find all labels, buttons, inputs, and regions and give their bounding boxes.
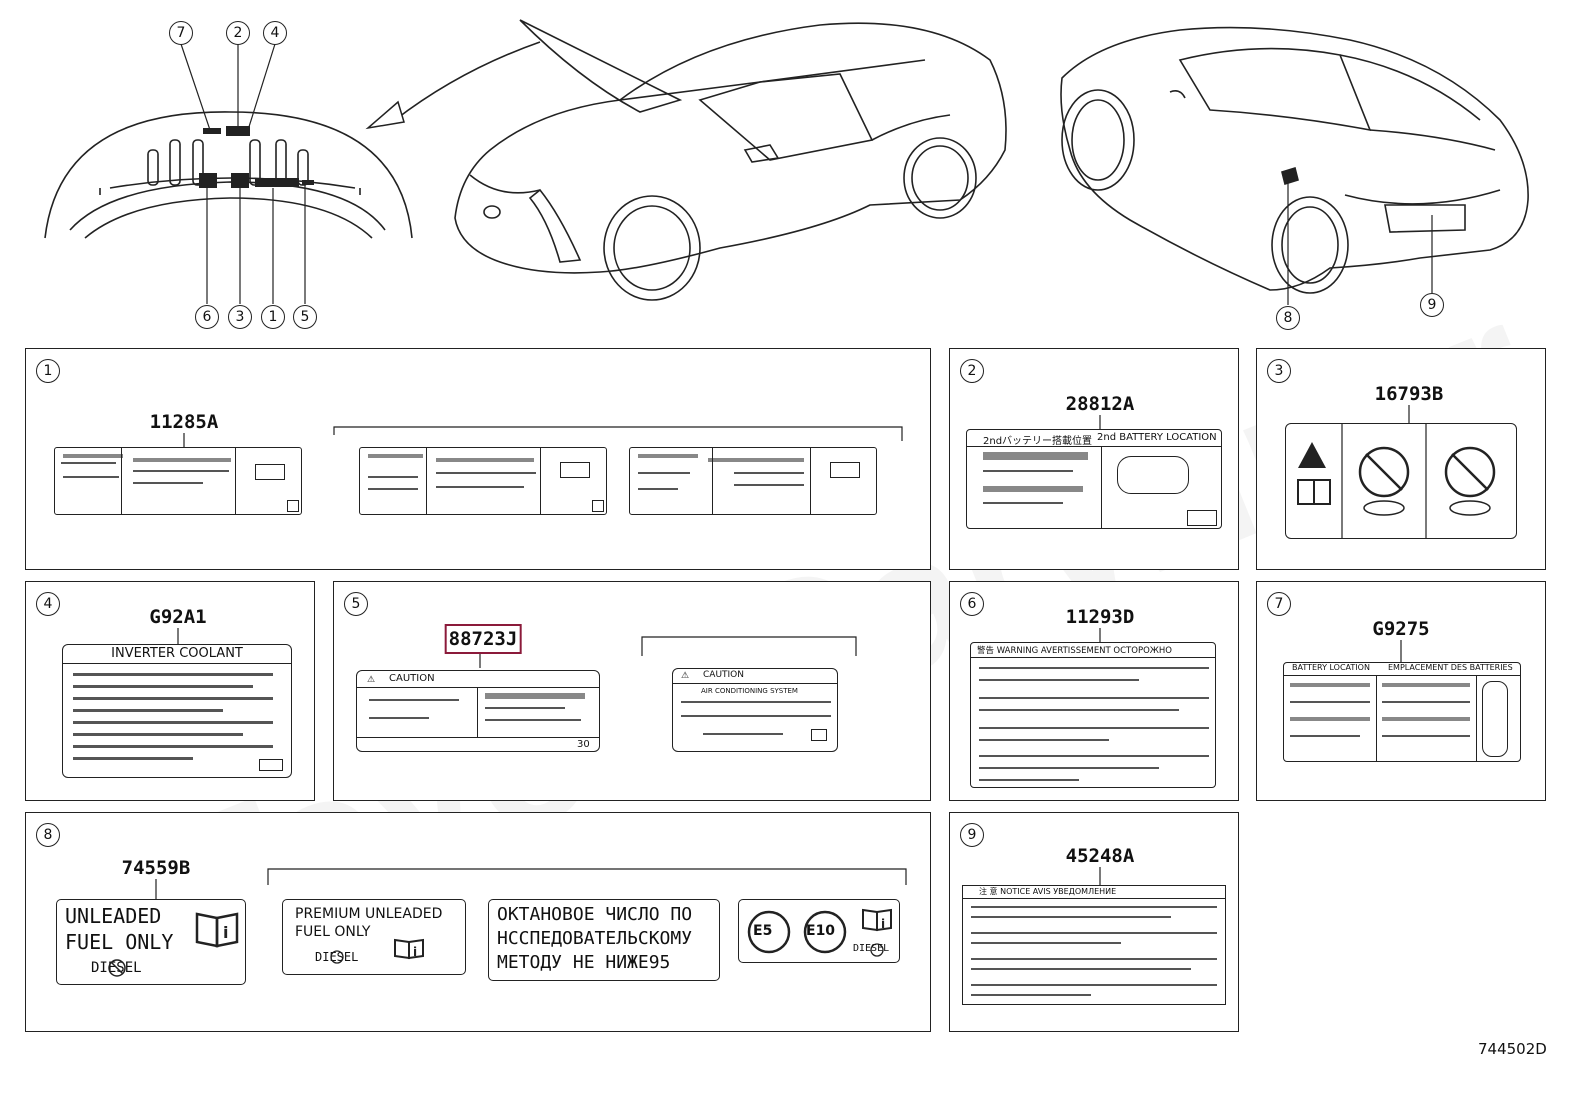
label-line3: МЕТОДУ НЕ НИЖЕ95 <box>497 952 671 973</box>
callout-6: 6 <box>195 305 219 329</box>
part-number: 74559B <box>121 857 191 879</box>
panel-8: 8 74559B UNLEADED FUEL ONLY DIESEL i PRE… <box>25 812 931 1032</box>
e10-icon <box>803 910 847 954</box>
pictogram-label <box>1285 423 1517 539</box>
label-header: 警告 WARNING AVERTISSEMENT ОСТОРОЖНО <box>977 646 1172 656</box>
label-header-fr: EMPLACEMENT DES BATTERIES <box>1388 663 1513 672</box>
label-header: 注 意 NOTICE AVIS УВЕДОМЛЕНИЕ <box>979 887 1117 896</box>
label-line1: ОКТАНОВОЕ ЧИСЛО ПО <box>497 904 693 925</box>
label-code: 30 <box>577 739 590 750</box>
inverter-coolant-label: INVERTER COOLANT <box>62 644 292 778</box>
label-header-en: 2nd BATTERY LOCATION <box>1097 432 1217 443</box>
part-number: 11293D <box>1065 606 1135 628</box>
part-number: G92A1 <box>149 606 207 628</box>
label-plate-a <box>54 447 302 515</box>
callout-3: 3 <box>228 305 252 329</box>
callout-9: 9 <box>1420 293 1444 317</box>
e5-icon <box>747 910 791 954</box>
leader-lines <box>183 426 903 447</box>
svg-text:i: i <box>223 923 228 942</box>
label-header: CAUTION <box>703 670 744 680</box>
label-diesel: DIESEL <box>315 950 359 964</box>
unleaded-fuel-label: UNLEADED FUEL ONLY DIESEL i <box>56 899 246 985</box>
notice-label: 注 意 NOTICE AVIS УВЕДОМЛЕНИЕ <box>962 885 1226 1005</box>
label-header-jp: 2ndバッテリー搭載位置 <box>983 436 1093 447</box>
panel-number: 4 <box>36 592 60 616</box>
panel-number: 9 <box>960 823 984 847</box>
battery-location-label: 2ndバッテリー搭載位置 2nd BATTERY LOCATION <box>966 429 1222 529</box>
callout-7: 7 <box>169 21 193 45</box>
label-line2: FUEL ONLY <box>295 924 371 940</box>
svg-text:i: i <box>881 917 885 931</box>
panel-6: 6 11293D 警告 WARNING AVERTISSEMENT ОСТОРО… <box>949 581 1239 801</box>
panel-number: 5 <box>344 592 368 616</box>
part-number: 28812A <box>1065 393 1135 415</box>
callout-1: 1 <box>261 305 285 329</box>
callout-8: 8 <box>1276 306 1300 330</box>
svg-text:i: i <box>413 945 417 959</box>
part-number-highlighted[interactable]: 88723J <box>444 624 522 654</box>
e10-text: E10 <box>806 923 836 939</box>
warning-label: 警告 WARNING AVERTISSEMENT ОСТОРОЖНО <box>970 642 1216 788</box>
no-spray-icon <box>1444 446 1496 498</box>
panel-number: 8 <box>36 823 60 847</box>
battery-location-label-fr: BATTERY LOCATION EMPLACEMENT DES BATTERI… <box>1283 662 1521 762</box>
panel-7: 7 G9275 BATTERY LOCATION EMPLACEMENT DES… <box>1256 581 1546 801</box>
label-line1: UNLEADED <box>65 904 162 928</box>
manual-book-icon <box>195 912 239 948</box>
panel-number: 2 <box>960 359 984 383</box>
label-line2: FUEL ONLY <box>65 930 174 954</box>
no-water-icon <box>1358 446 1410 498</box>
callout-4: 4 <box>263 21 287 45</box>
label-plate-b <box>359 447 607 515</box>
part-number: G9275 <box>1372 618 1430 640</box>
caution-label-b: ⚠ CAUTION AIR CONDITIONING SYSTEM <box>672 668 838 752</box>
caution-label-a: CAUTION ⚠ 30 <box>356 670 600 752</box>
part-number: 45248A <box>1065 845 1135 867</box>
engine-bay-illustration <box>44 19 1529 305</box>
no-diesel-icon <box>330 950 344 964</box>
panel-number: 6 <box>960 592 984 616</box>
warning-triangle-icon <box>1298 442 1326 468</box>
panel-4: 4 G92A1 INVERTER COOLANT <box>25 581 315 801</box>
label-header: INVERTER COOLANT <box>111 646 243 661</box>
panel-number: 1 <box>36 359 60 383</box>
panel-1: 1 11285A <box>25 348 931 570</box>
label-line1: PREMIUM UNLEADED <box>295 906 443 922</box>
panel-number: 7 <box>1267 592 1291 616</box>
label-header-en: BATTERY LOCATION <box>1292 663 1370 672</box>
part-number: 16793B <box>1374 383 1444 405</box>
manual-book-icon <box>394 938 424 960</box>
panel-5: 5 88723J CAUTION ⚠ 30 ⚠ CAUTION AIR COND… <box>333 581 931 801</box>
no-diesel-icon <box>108 959 126 977</box>
label-plate-c <box>629 447 877 515</box>
panel-2: 2 28812A 2ndバッテリー搭載位置 2nd BATTERY LOCATI… <box>949 348 1239 570</box>
part-number: 11285A <box>149 411 219 433</box>
callout-5: 5 <box>293 305 317 329</box>
diagram-id: 744502D <box>1478 1040 1547 1058</box>
label-header: CAUTION <box>389 673 435 684</box>
octane-label-ru: ОКТАНОВОЕ ЧИСЛО ПО НССПЕДОВАТЕЛЬСКОМУ МЕ… <box>488 899 720 981</box>
panel-number: 3 <box>1267 359 1291 383</box>
e5-text: E5 <box>753 923 773 939</box>
e5-e10-label: i E5 E10 DIESEL <box>738 899 900 963</box>
label-line2: НССПЕДОВАТЕЛЬСКОМУ <box>497 928 693 949</box>
manual-book-icon <box>862 908 892 932</box>
panel-9: 9 45248A 注 意 NOTICE AVIS УВЕДОМЛЕНИЕ <box>949 812 1239 1032</box>
panel-3: 3 16793B <box>1256 348 1546 570</box>
callout-2: 2 <box>226 21 250 45</box>
label-subheader: AIR CONDITIONING SYSTEM <box>701 687 798 695</box>
premium-unleaded-label: PREMIUM UNLEADED FUEL ONLY DIESEL i <box>282 899 466 975</box>
label-diesel: DIESEL <box>853 943 890 954</box>
